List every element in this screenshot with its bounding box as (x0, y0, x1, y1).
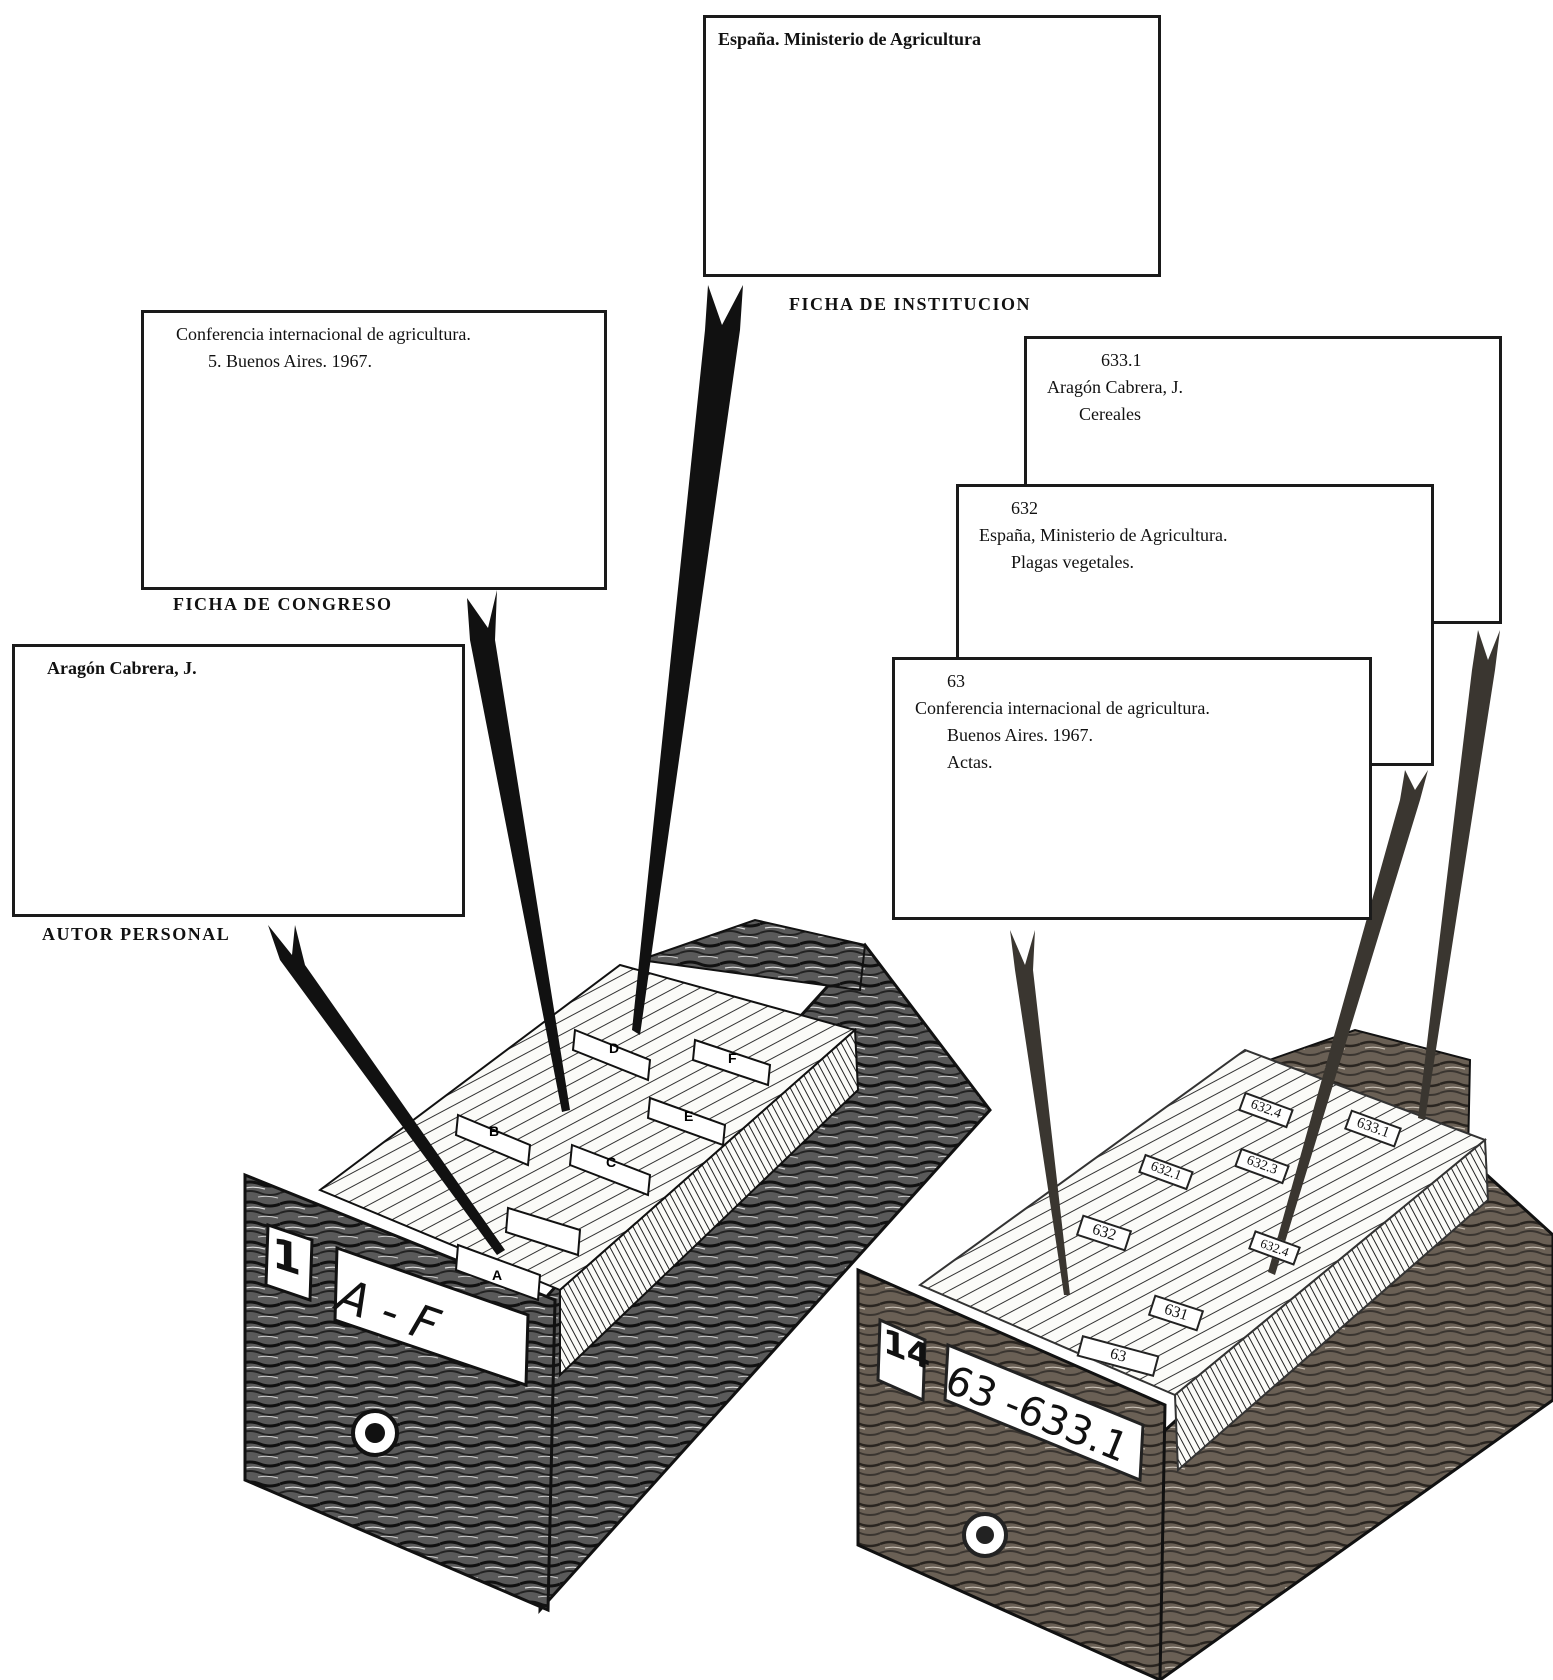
guide-tab-f (691, 1038, 772, 1087)
guide-tab-b (454, 1113, 532, 1167)
card-institucion: España. Ministerio de Agricultura (703, 15, 1161, 277)
pointer-congreso (467, 590, 570, 1112)
card-autor-line-1: Aragón Cabrera, J. (47, 658, 197, 678)
card-6331-author: Aragón Cabrera, J. (1047, 377, 1183, 397)
card-institucion-line-1: España. Ministerio de Agricultura (718, 29, 982, 49)
left-card-stack-side (559, 1027, 860, 1378)
card-632-number: 632 (1011, 498, 1038, 518)
left-drawer-number-frame (264, 1222, 314, 1303)
guide-letter-f: F (728, 1050, 737, 1066)
card-6331-number: 633.1 (1101, 350, 1142, 370)
card-632-title: Plagas vegetales. (1011, 552, 1134, 572)
guide-letter-c: C (606, 1154, 616, 1170)
pointer-autor (268, 925, 505, 1255)
guide-tab-c (568, 1143, 652, 1197)
card-63-place: Buenos Aires. 1967. (947, 725, 1093, 745)
left-drawer-range-frame (333, 1245, 530, 1388)
card-congreso-line-2: 5. Buenos Aires. 1967. (208, 351, 372, 371)
left-drawer-number: 1 (272, 1227, 302, 1286)
pointer-c63 (1010, 930, 1070, 1295)
pointer-c632 (1268, 770, 1428, 1275)
left-guide-tabs (454, 1028, 772, 1302)
guide-letter-b: B (489, 1123, 499, 1139)
right-drawer-range-frame (943, 1342, 1145, 1483)
guide-letter-e: E (684, 1108, 693, 1124)
card-63: 63 Conferencia internacional de agricult… (892, 657, 1372, 920)
right-drawer-front (856, 1267, 1167, 1680)
card-63-author: Conferencia internacional de agricultura… (915, 698, 1210, 718)
left-drawer (243, 918, 992, 1615)
card-63-title: Actas. (947, 752, 993, 772)
guide-tab-blank (504, 1206, 582, 1257)
card-632-author: España, Ministerio de Agricultura. (979, 525, 1228, 545)
card-6331-title: Cereales (1079, 404, 1141, 424)
caption-congreso: FICHA DE CONGRESO (173, 594, 393, 614)
card-congreso-line-1: Conferencia internacional de agricultura… (176, 324, 471, 344)
pointer-institucion (632, 285, 743, 1035)
right-drawer (856, 1028, 1553, 1680)
card-autor: Aragón Cabrera, J. (12, 644, 465, 917)
pointer-c6331 (1418, 630, 1500, 1120)
right-card-stack-side (1173, 1137, 1490, 1473)
card-63-number: 63 (947, 671, 965, 691)
pointers (268, 285, 1500, 1295)
caption-autor: AUTOR PERSONAL (42, 924, 231, 944)
caption-institucion: FICHA DE INSTITUCION (789, 294, 1032, 314)
right-drawer-number-frame (876, 1317, 927, 1403)
guide-letter-d: D (609, 1040, 619, 1056)
guide-tab-e (646, 1096, 727, 1147)
left-drawer-back (639, 918, 867, 992)
card-congreso: Conferencia internacional de agricultura… (141, 310, 607, 590)
guide-tab-a (454, 1243, 542, 1302)
guide-letter-a: A (492, 1267, 502, 1283)
guide-tab-d (571, 1028, 652, 1082)
left-drawer-front (243, 1172, 557, 1613)
